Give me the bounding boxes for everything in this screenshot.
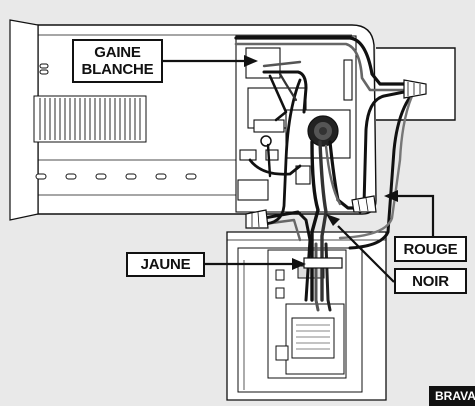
cable-clip [303, 257, 343, 269]
wiring [234, 36, 416, 312]
jaune-label-text: JAUNE [140, 256, 191, 273]
mounting-slots [35, 63, 197, 180]
wire-nut-icon [245, 79, 427, 229]
noir-label-text: NOIR [412, 273, 449, 290]
terminal-strip [33, 95, 147, 143]
rouge-label-text: ROUGE [403, 241, 458, 258]
gaine-label-line-2: BLANCHE [81, 61, 154, 78]
terminal-screw [260, 135, 272, 147]
gaine-blanche-label: GAINE BLANCHE [72, 39, 163, 83]
noir-label: NOIR [394, 268, 467, 294]
left-panel [9, 19, 39, 221]
transformer-icon [275, 265, 345, 375]
jaune-label: JAUNE [126, 252, 205, 277]
grommet-icon [307, 115, 339, 147]
gaine-label-line-1: GAINE [94, 44, 141, 61]
arrow-icon [162, 55, 435, 283]
brand-tag: BRAVA [429, 386, 475, 406]
rouge-label: ROUGE [394, 236, 467, 262]
